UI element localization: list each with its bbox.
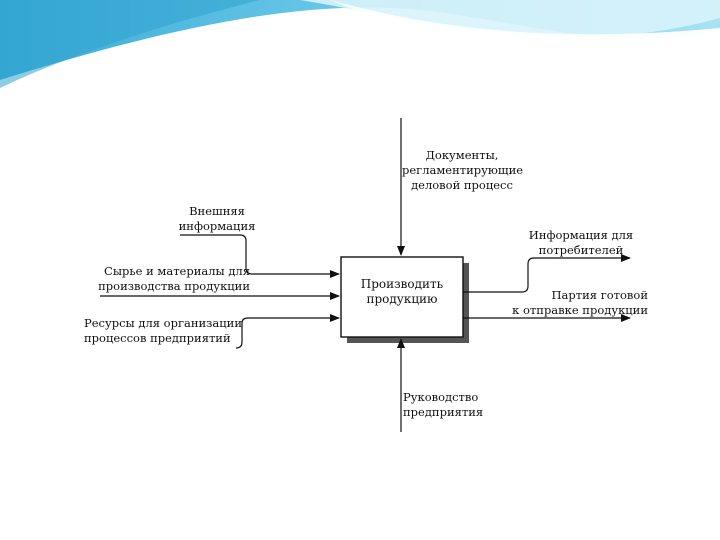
input-label-raw-materials-line1: Сырье и материалы для: [104, 264, 250, 278]
input-label-external-info: Внешняя информация: [172, 204, 262, 234]
input-label-external-info-line1: Внешняя: [189, 204, 245, 218]
input-label-raw-materials-line2: производства продукции: [98, 279, 250, 293]
input-label-raw-materials: Сырье и материалы для производства проду…: [96, 264, 250, 294]
output-arrow-consumer-info: [463, 254, 631, 293]
mechanism-label-line1: Руководство: [403, 390, 479, 404]
output-label-consumer-info-line2: потребителей: [538, 243, 624, 257]
control-label: Документы, регламентирующие деловой проц…: [402, 148, 524, 193]
output-label-consumer-info-line1: Информация для: [528, 228, 634, 242]
mechanism-label: Руководство предприятия: [403, 390, 503, 420]
header-wave-banner: [0, 0, 720, 88]
function-box: [340, 256, 464, 338]
output-label-batch: Партия готовой к отправке продукции: [500, 288, 648, 318]
control-label-line2: регламентирующие: [402, 163, 524, 177]
function-box-label-line1: Производить: [360, 277, 444, 291]
banner-wave-left: [0, 0, 260, 88]
control-label-line3: деловой процесс: [411, 178, 513, 192]
control-label-line1: Документы,: [425, 148, 499, 162]
output-label-batch-line1: Партия готовой: [551, 288, 648, 302]
input-label-external-info-line2: информация: [178, 219, 256, 233]
input-arrow-resources: [235, 314, 340, 349]
input-arrow-external-info: [180, 234, 340, 278]
output-label-batch-line2: к отправке продукции: [512, 303, 648, 317]
banner-wave-light: [300, 0, 720, 38]
output-label-consumer-info: Информация для потребителей: [522, 228, 640, 258]
mechanism-label-line2: предприятия: [403, 405, 484, 419]
input-label-resources-line2: процессов предприятий: [84, 331, 231, 345]
function-box-label-line2: продукцию: [366, 292, 438, 306]
input-label-resources-line1: Ресурсы для организации: [84, 316, 243, 330]
input-label-resources: Ресурсы для организации процессов предпр…: [84, 316, 244, 346]
function-box-label: Производить продукцию: [342, 277, 462, 307]
banner-wave-white: [330, 0, 720, 42]
